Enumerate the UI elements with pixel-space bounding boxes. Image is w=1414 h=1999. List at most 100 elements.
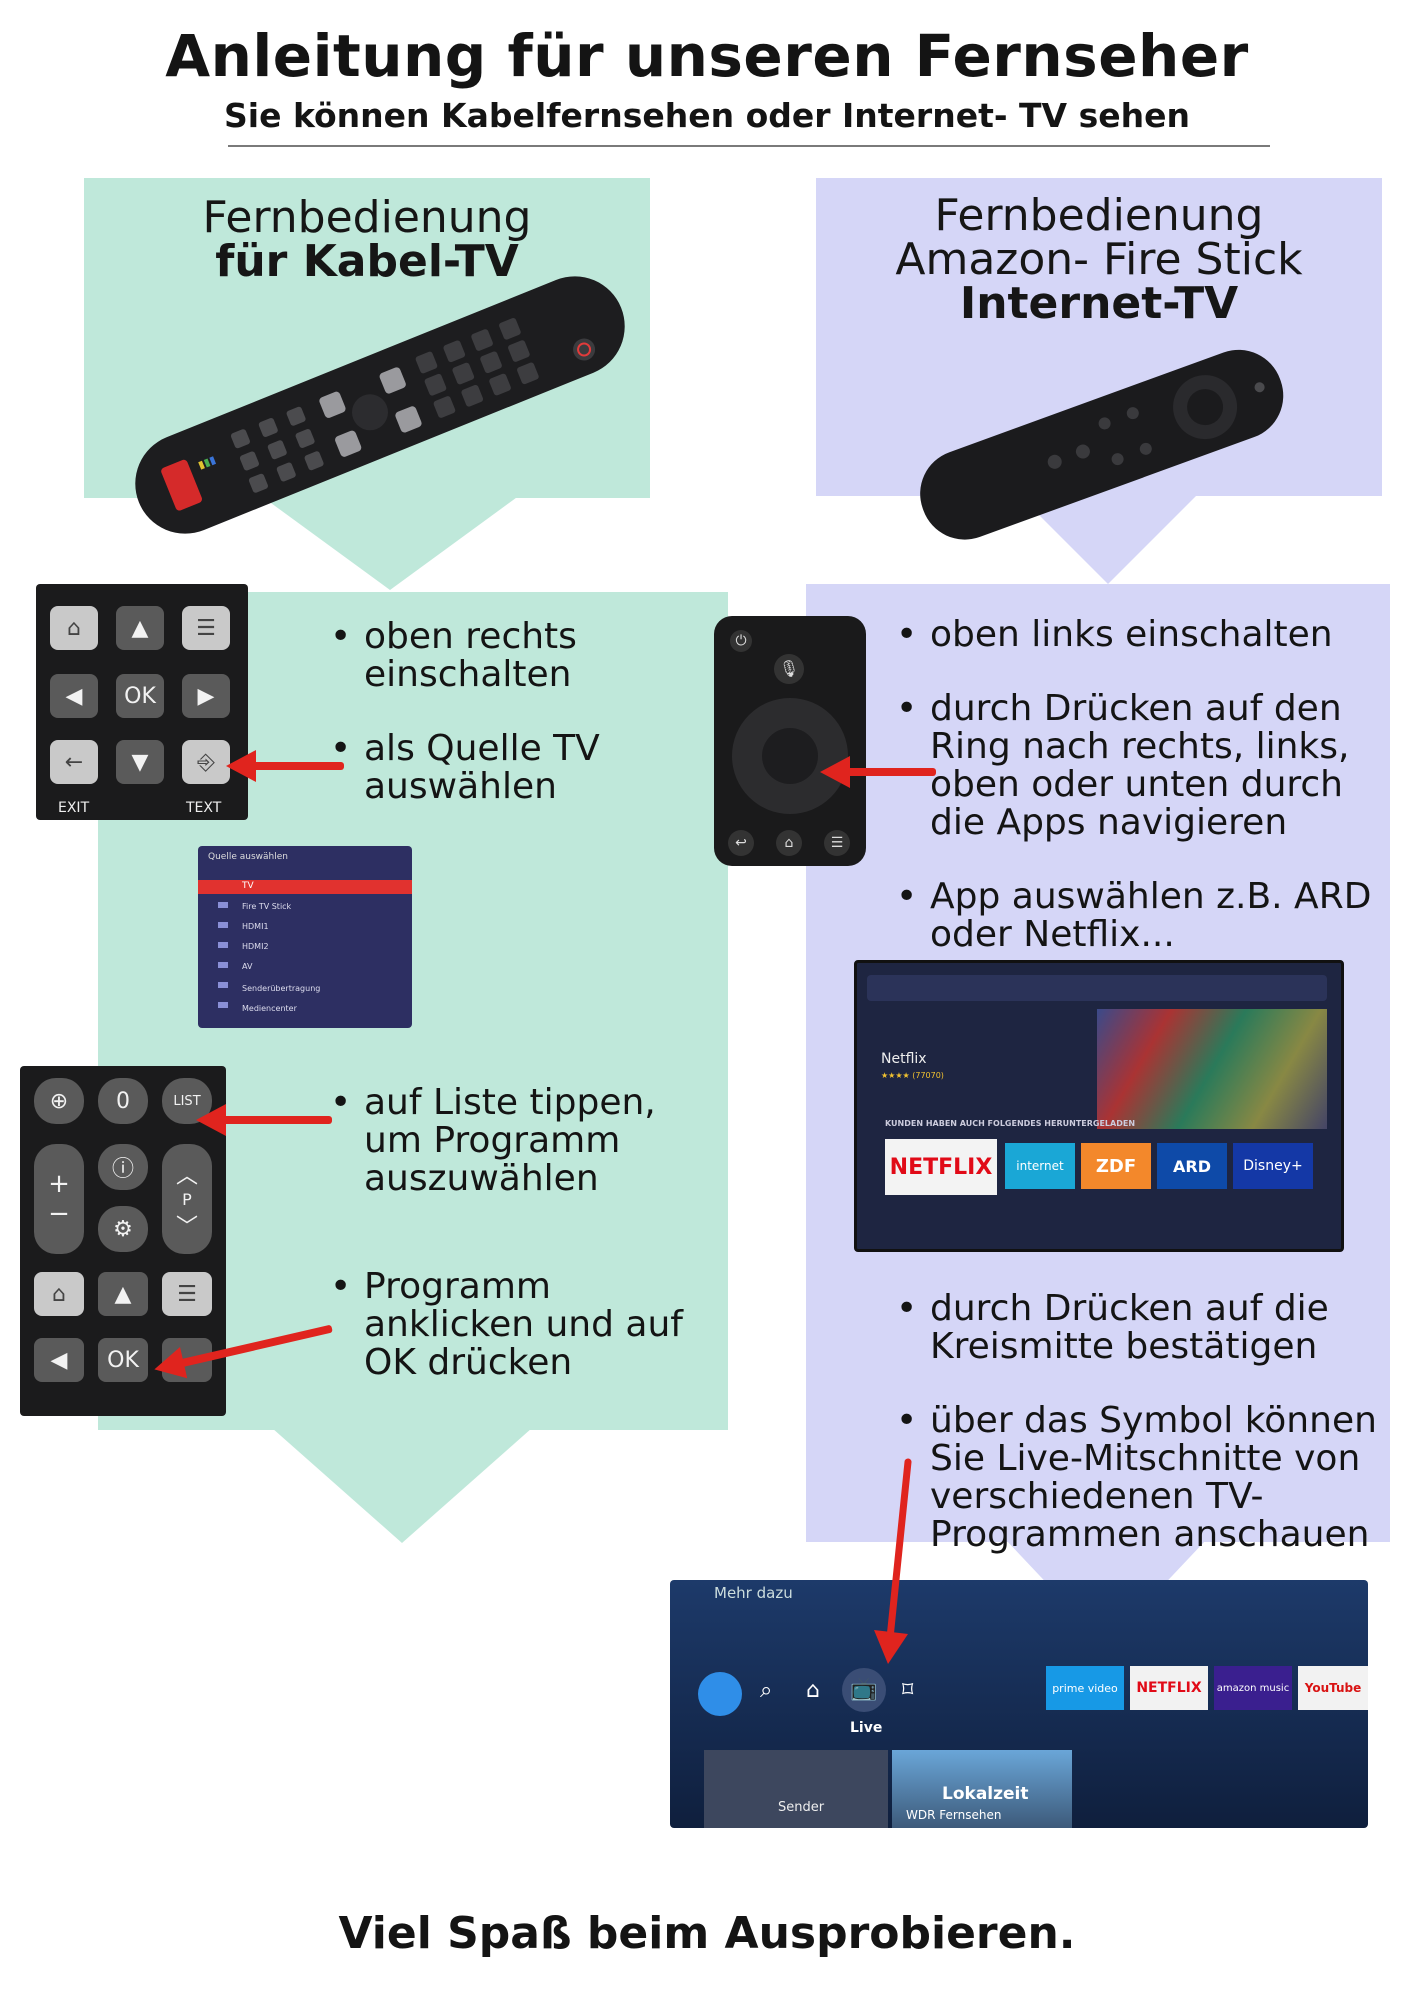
live-app-youtube: YouTube — [1298, 1666, 1368, 1710]
aspect-key: ⊕ — [34, 1078, 84, 1124]
left-key-2: ◀ — [34, 1338, 84, 1382]
live-tv-icon: 📺 — [842, 1668, 886, 1712]
program-down-icon: ﹀ — [175, 1214, 198, 1240]
footer-text: Viel Spaß beim Ausprobieren. — [338, 1908, 1076, 1959]
left-panel-title-line2: für Kabel-TV — [215, 236, 519, 287]
tv-app-zdf: ZDF — [1081, 1143, 1151, 1189]
right-panel-title-line2: Amazon- Fire Stick — [895, 234, 1303, 285]
volume-key: +− — [34, 1144, 84, 1254]
source-menu-screenshot: Quelle auswählen TV Fire TV Stick HDMI1 … — [198, 846, 412, 1028]
bullet-kreismitte: durch Drücken auf die Kreismitte bestäti… — [896, 1290, 1386, 1366]
bullet-einschalten: oben rechts einschalten — [330, 618, 660, 694]
tv-app-internet: internet — [1005, 1143, 1075, 1189]
bullet-liste: auf Liste tippen, um Programm auszuwähle… — [330, 1084, 684, 1198]
right-key: ▶ — [182, 674, 230, 718]
arrow-source-key-head — [226, 750, 256, 782]
program-up-icon: ︿ — [175, 1163, 198, 1189]
remote-nav-keys-photo: ⌂ ▲ ☰ ◀ OK ▶ ← ▼ ⎆ EXIT TEXT — [36, 584, 248, 820]
source-menu-header: Quelle auswählen — [208, 852, 288, 862]
live-bookmark-icon: ⌑ — [902, 1678, 914, 1703]
tv-netflix-screenshot: Netflix ★★★★ (77070) KUNDEN HABEN AUCH F… — [854, 960, 1344, 1252]
firestick-remote-image — [920, 349, 1284, 540]
live-tile-lokalzeit-sub: WDR Fernsehen — [906, 1808, 1002, 1822]
live-app-prime: prime video — [1046, 1666, 1124, 1710]
program-p-label: P — [182, 1189, 192, 1209]
home-icon: ⌂ — [776, 830, 802, 856]
source-item-tv: TV — [242, 881, 254, 891]
back-icon: ↩ — [728, 830, 754, 856]
arrow-list-key — [220, 1116, 332, 1124]
live-label: Live — [850, 1720, 883, 1736]
arrow-list-key-head — [196, 1104, 226, 1136]
page-title: Anleitung für unseren Fernseher — [165, 22, 1249, 90]
bullet-quelle: als Quelle TV auswählen — [330, 730, 660, 806]
tv-app-name: Netflix — [881, 1051, 927, 1067]
bullet-live-symbol: über das Symbol können Sie Live-Mitschni… — [896, 1402, 1386, 1554]
source-key: ⎆ — [182, 740, 230, 784]
settings-key: ⚙ — [98, 1206, 148, 1252]
zero-key: 0 — [98, 1078, 148, 1124]
arrow-nav-ring — [844, 768, 936, 776]
info-key: ⓘ — [98, 1144, 148, 1190]
left-panel-title: Fernbedienung für Kabel-TV — [84, 196, 650, 284]
source-menu-tv-icon — [218, 902, 228, 1012]
tv-app-netflix: NETFLIX — [885, 1139, 997, 1195]
right-bullets-top: oben links einschalten durch Drücken auf… — [896, 616, 1376, 954]
tv-topbar — [867, 975, 1327, 1001]
source-item-media: Mediencenter — [242, 1004, 297, 1013]
title-divider — [228, 145, 1270, 147]
text-label: TEXT — [186, 800, 222, 816]
bullet-programm-ok: Programm anklicken und auf OK drücken — [330, 1268, 730, 1382]
live-search-icon: ⌕ — [760, 1678, 773, 1703]
live-app-netflix: NETFLIX — [1130, 1666, 1208, 1710]
firetv-live-screenshot: Mehr dazu ⌕ ⌂ 📺 ⌑ Live prime video NETFL… — [670, 1580, 1368, 1828]
arrow-live-symbol — [874, 1458, 912, 1664]
source-item-av: AV — [242, 962, 253, 971]
back-key: ← — [50, 740, 98, 784]
up-key-2: ▲ — [98, 1272, 148, 1316]
tv-app-thumbnails — [1097, 1009, 1327, 1129]
tv-rating: ★★★★ (77070) — [881, 1071, 944, 1080]
right-panel-pointer — [1018, 494, 1198, 584]
right-bullets-bottom: durch Drücken auf die Kreismitte bestäti… — [896, 1290, 1386, 1554]
live-tile-sender: Sender — [704, 1750, 888, 1828]
mic-icon: 🎙 — [774, 654, 804, 684]
left-bullets-top: oben rechts einschalten als Quelle TV au… — [330, 618, 660, 806]
live-app-amazon-music: amazon music — [1214, 1666, 1292, 1710]
menu-icon: ☰ — [824, 830, 850, 856]
ok-key-2: OK — [98, 1338, 148, 1382]
firestick-closeup-photo: ⏻ 🎙 ↩ ⌂ ☰ — [714, 616, 866, 866]
bullet-oben-links: oben links einschalten — [896, 616, 1376, 655]
left-bottom-pointer — [272, 1428, 532, 1543]
tv-app-disney: Disney+ — [1233, 1143, 1313, 1189]
up-key: ▲ — [116, 606, 164, 650]
source-item-broadcast: Senderübertragung — [242, 984, 321, 993]
source-item-firetv: Fire TV Stick — [242, 902, 292, 911]
left-panel-pointer — [260, 495, 520, 590]
cable-remote-image — [135, 276, 625, 534]
live-home-icon: ⌂ — [806, 1678, 820, 1703]
arrow-nav-ring-head — [820, 756, 850, 788]
source-menu-selected — [198, 880, 412, 894]
bullet-app-auswaehlen: App auswählen z.B. ARD oder Netflix... — [896, 878, 1376, 954]
down-key: ▼ — [116, 740, 164, 784]
arrow-source-key — [248, 762, 344, 770]
power-icon: ⏻ — [730, 630, 752, 652]
tv-section-label: KUNDEN HABEN AUCH FOLGENDES HERUNTERGELA… — [885, 1119, 1136, 1128]
right-panel-title-line3: Internet-TV — [959, 278, 1239, 329]
remote-list-keys-photo: ⊕ 0 LIST +− ⓘ ⚙ ︿ P ﹀ ⌂ ▲ ☰ ◀ OK — [20, 1066, 226, 1416]
tv-app-ard: ARD — [1157, 1143, 1227, 1189]
right-panel-title-line1: Fernbedienung — [934, 190, 1264, 241]
left-bullets-bottom: auf Liste tippen, um Programm auszuwähle… — [330, 1084, 730, 1382]
live-avatar — [698, 1672, 742, 1716]
source-item-hdmi2: HDMI2 — [242, 942, 269, 951]
live-tile-lokalzeit: Lokalzeit WDR Fernsehen — [892, 1750, 1072, 1828]
live-tile-lokalzeit-title: Lokalzeit — [942, 1784, 1029, 1804]
live-tile-sender-label: Sender — [778, 1800, 825, 1815]
home-key: ⌂ — [50, 606, 98, 650]
left-panel-title-line1: Fernbedienung — [202, 192, 532, 243]
bullet-ring: durch Drücken auf den Ring nach rechts, … — [896, 690, 1376, 842]
nav-ring-center — [762, 728, 818, 784]
source-item-hdmi1: HDMI1 — [242, 922, 269, 931]
exit-label: EXIT — [58, 800, 90, 816]
